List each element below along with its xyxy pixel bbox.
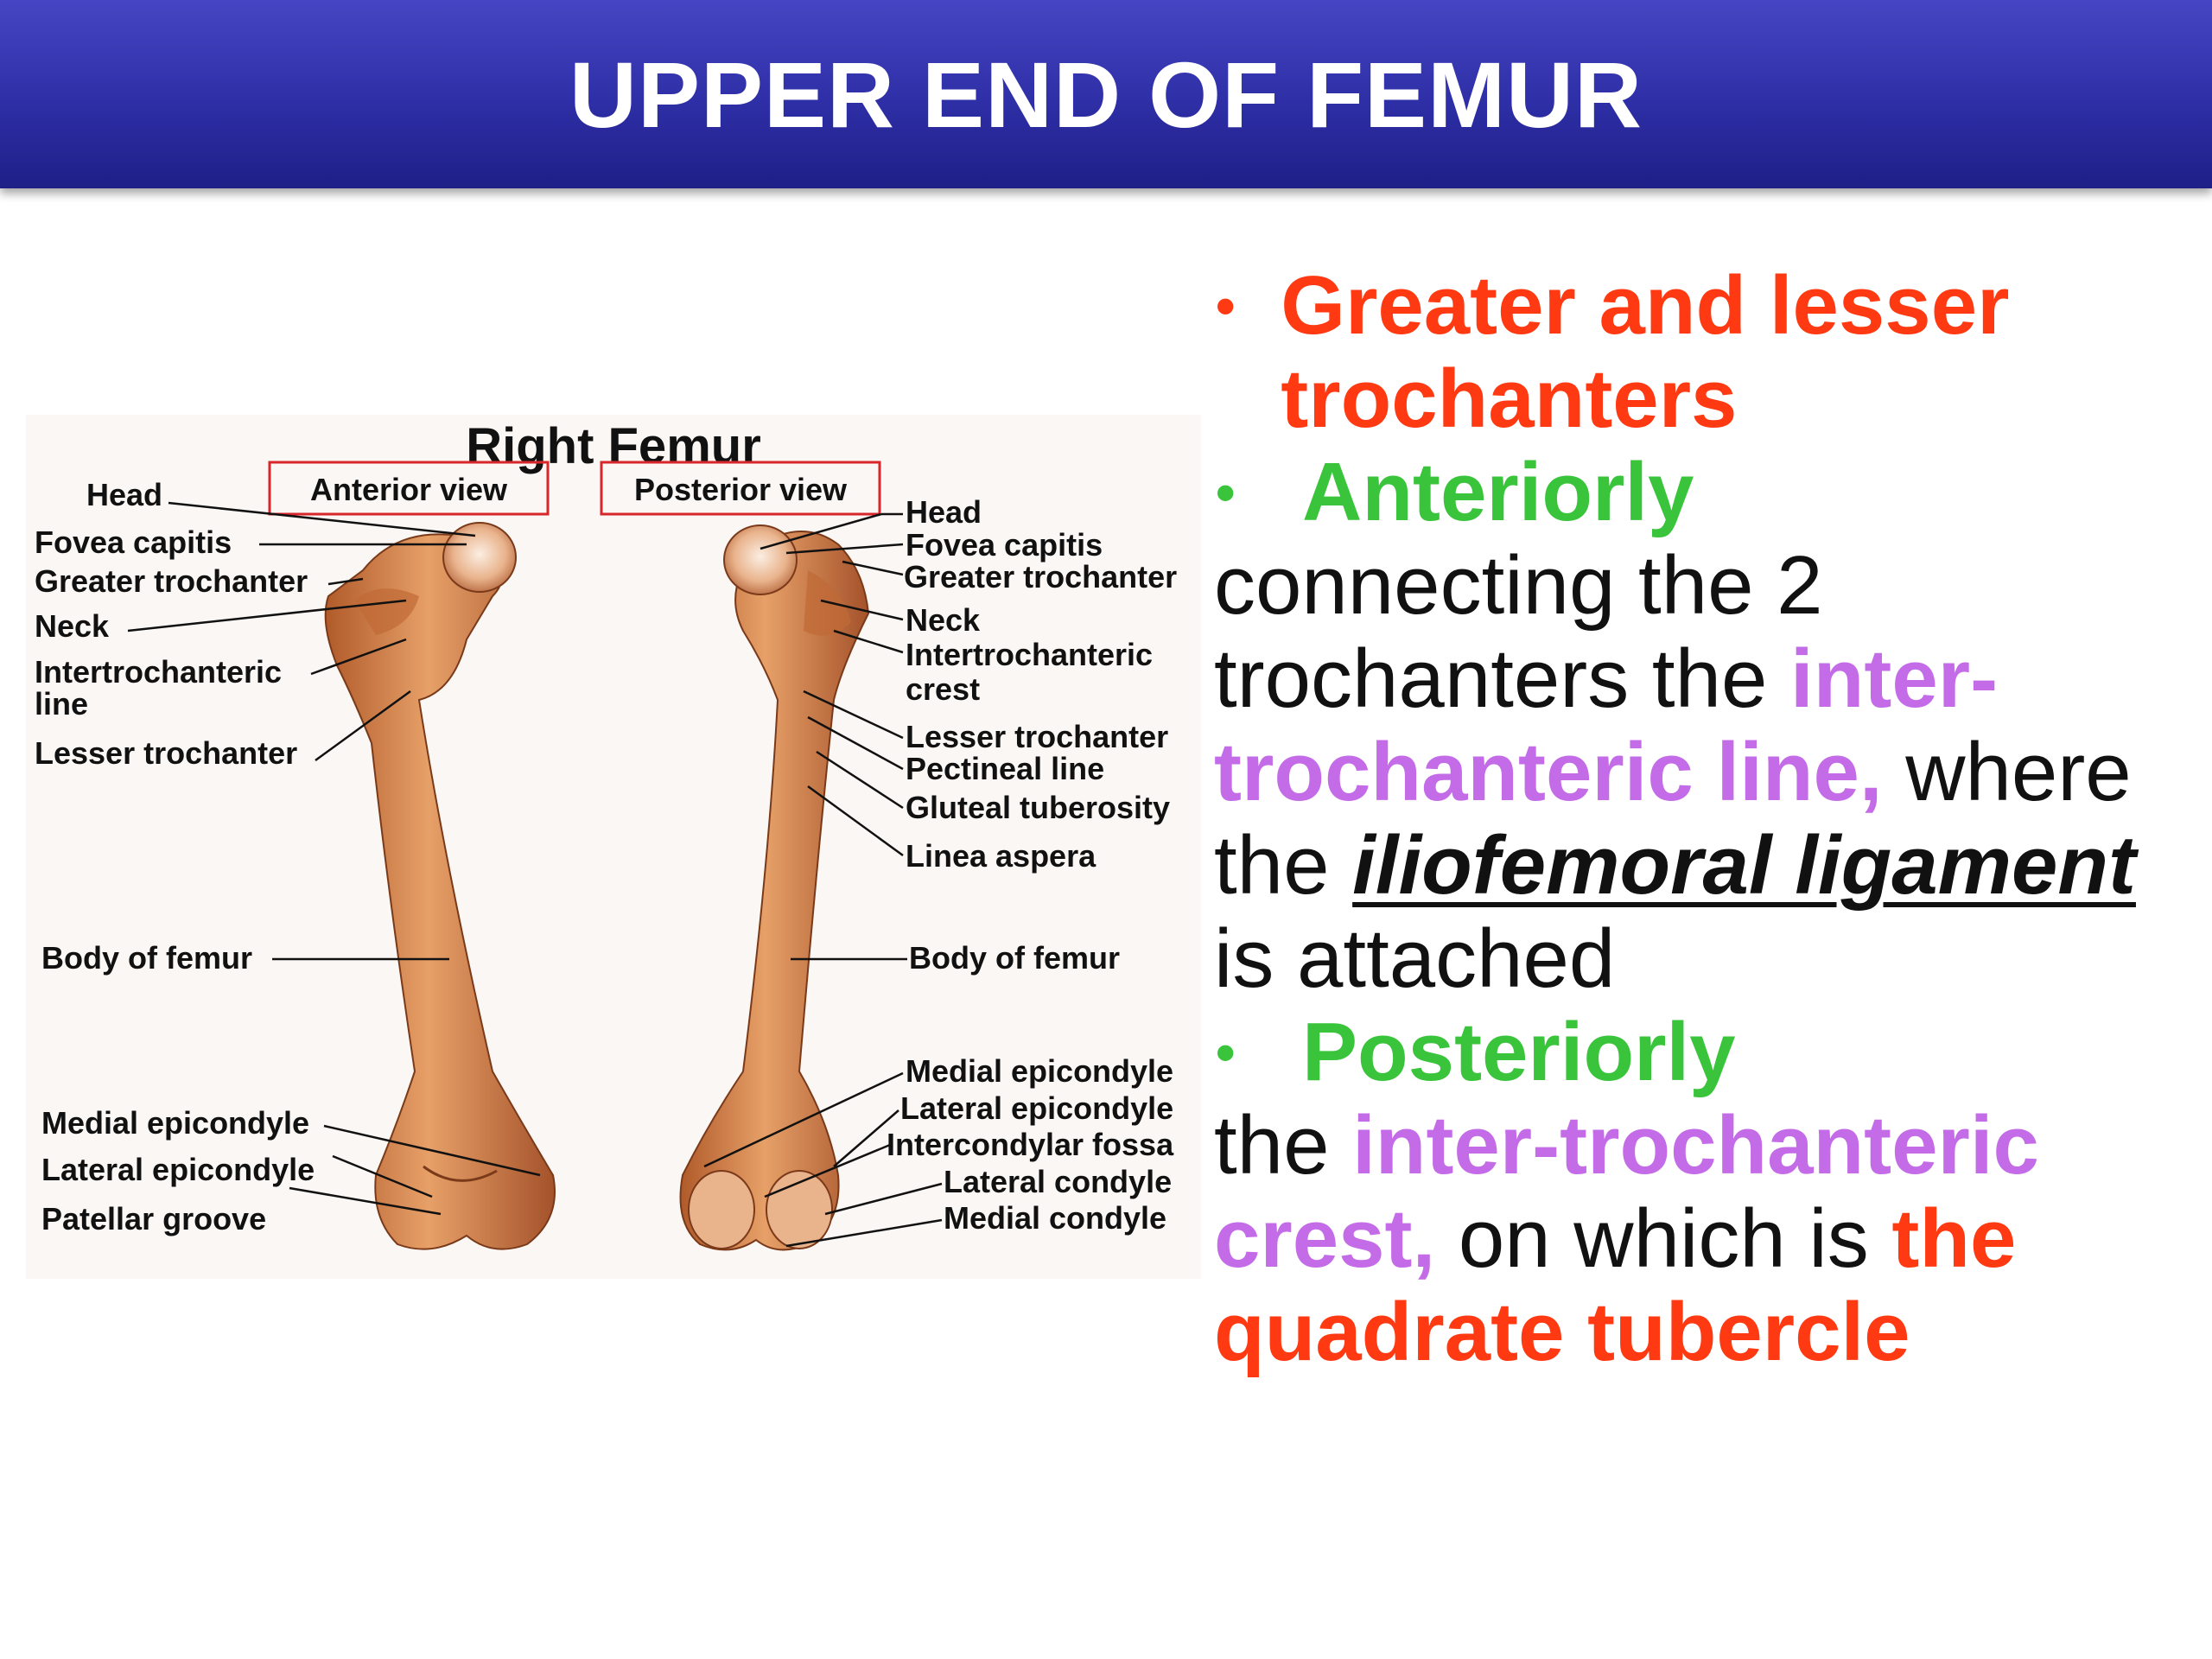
label-post-pectineal-line: Pectineal line: [906, 751, 1104, 786]
title-bar: UPPER END OF FEMUR: [0, 0, 2212, 188]
label-ant-medial-epicondyle: Medial epicondyle: [41, 1105, 309, 1141]
para1-highlight-intertrochanteric-line: inter-trochanteric line,: [1214, 632, 1999, 818]
text-column: • Greater and lesser trochanters • Anter…: [1214, 259, 2190, 1379]
label-post-intertrochanteric-crest-2: crest: [906, 671, 980, 707]
bullet-text-trochanters: Greater and lesser trochanters: [1281, 259, 2010, 445]
bullet-dot: •: [1216, 461, 1236, 524]
anterior-view-box: [268, 461, 550, 516]
bullet-item-anteriorly: • Anteriorly: [1214, 446, 2190, 539]
para1-text-3: is attached: [1214, 912, 1616, 1005]
bullet-dot: •: [1216, 275, 1236, 337]
figure-background: [26, 415, 1201, 1279]
label-ant-head: Head: [86, 477, 162, 512]
label-post-lateral-condyle: Lateral condyle: [944, 1164, 1172, 1199]
anterior-view-label: Anterior view: [310, 472, 508, 507]
label-post-neck: Neck: [906, 602, 981, 638]
label-post-gluteal-tuberosity: Gluteal tuberosity: [906, 790, 1170, 825]
label-post-fovea-capitis: Fovea capitis: [906, 527, 1103, 563]
label-post-intertrochanteric-crest-1: Intertrochanteric: [906, 637, 1153, 672]
label-post-lateral-epicondyle: Lateral epicondyle: [900, 1090, 1173, 1126]
label-post-medial-epicondyle: Medial epicondyle: [906, 1053, 1173, 1089]
label-ant-body-of-femur: Body of femur: [41, 940, 252, 976]
label-ant-intertrochanteric-line-1: Intertrochanteric: [35, 654, 282, 690]
femur-diagram: Right Femur Anterior view Posterior view: [26, 415, 1201, 1279]
label-ant-lesser-trochanter: Lesser trochanter: [35, 735, 297, 771]
label-post-intercondylar-fossa: Intercondylar fossa: [887, 1127, 1174, 1162]
figure-title: Right Femur: [466, 418, 761, 474]
para2-highlight-quadrate-tubercle: the quadrate tubercle: [1214, 1192, 2017, 1378]
posterior-view-box: [600, 461, 881, 516]
label-post-linea-aspera: Linea aspera: [906, 838, 1096, 874]
para2-highlight-intertrochanteric-crest: inter-trochanteric crest,: [1214, 1099, 2039, 1285]
bullet-text-posteriorly: Posteriorly: [1302, 1006, 1736, 1098]
label-ant-neck: Neck: [35, 608, 110, 644]
label-ant-patellar-groove: Patellar groove: [41, 1201, 266, 1236]
label-ant-fovea-capitis: Fovea capitis: [35, 524, 232, 560]
posterior-leader-lines: [703, 512, 943, 1248]
posterior-description: the inter-trochanteric crest, on which i…: [1214, 1099, 2190, 1379]
para2-text-1: the: [1214, 1099, 1353, 1192]
posterior-view-label: Posterior view: [634, 472, 848, 507]
label-post-greater-trochanter: Greater trochanter: [904, 559, 1177, 594]
bullet-item-trochanters: • Greater and lesser trochanters: [1214, 259, 2190, 446]
label-ant-greater-trochanter: Greater trochanter: [35, 563, 308, 599]
slide-title: UPPER END OF FEMUR: [569, 41, 1643, 147]
label-post-medial-condyle: Medial condyle: [944, 1200, 1166, 1236]
para1-text-2: where the: [1214, 726, 2132, 912]
para1-emphasis-iliofemoral-ligament: iliofemoral ligament: [1352, 819, 2136, 912]
para1-text-1: connecting the 2 trochanters the: [1214, 539, 1823, 725]
label-post-head: Head: [906, 494, 982, 530]
anterior-description: connecting the 2 trochanters the inter-t…: [1214, 539, 2190, 1006]
label-ant-lateral-epicondyle: Lateral epicondyle: [41, 1152, 315, 1187]
label-post-lesser-trochanter: Lesser trochanter: [906, 719, 1168, 754]
femur-figure: Right Femur Anterior view Posterior view: [26, 415, 1201, 1279]
label-post-body-of-femur: Body of femur: [909, 940, 1120, 976]
bullet-dot: •: [1216, 1021, 1236, 1084]
para2-text-2: on which is: [1435, 1192, 1892, 1285]
label-ant-intertrochanteric-line-2: line: [35, 686, 88, 721]
bullet-text-anteriorly: Anteriorly: [1302, 446, 1694, 538]
bullet-item-posteriorly: • Posteriorly: [1214, 1006, 2190, 1099]
anterior-leader-lines: [127, 501, 541, 1216]
